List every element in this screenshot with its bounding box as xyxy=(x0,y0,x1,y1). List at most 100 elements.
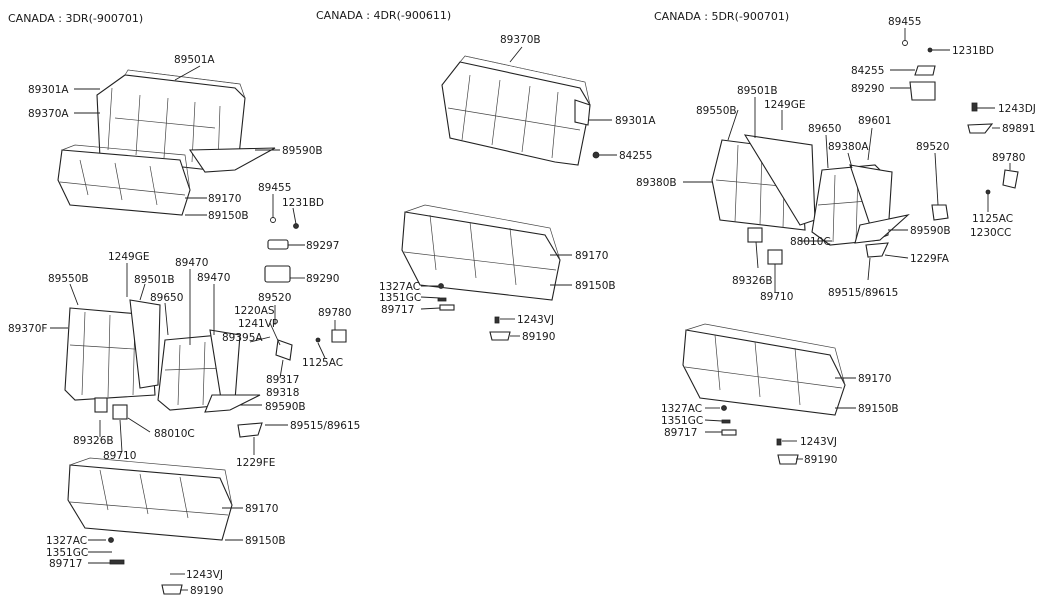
part-label: 89190 xyxy=(522,331,555,343)
part-label: 1243VJ xyxy=(186,569,223,581)
part-label: 1243VJ xyxy=(800,436,837,448)
part-label: 89470 xyxy=(175,257,208,269)
leaders-5dr xyxy=(683,28,1011,460)
part-label: 1327AC xyxy=(46,535,87,547)
part-label: 89590B xyxy=(282,145,323,157)
part-label: 1327AC xyxy=(379,281,420,293)
part-label: 1231BD xyxy=(952,45,994,57)
part-label: 89297 xyxy=(306,240,339,252)
part-label: 1125AC xyxy=(972,213,1013,225)
seat-cushion-3dr-upper xyxy=(57,144,191,216)
part-label: 89717 xyxy=(664,427,697,439)
split-seat-back-right-5dr xyxy=(811,164,910,246)
labels-4dr: 89370B 89301A 84255 89170 1327AC 1351GC … xyxy=(379,34,656,343)
part-label: 89455 xyxy=(888,16,921,28)
part-label: 1351GC xyxy=(46,547,88,559)
part-label: 89891 xyxy=(1002,123,1035,135)
part-label: 89318 xyxy=(266,387,299,399)
part-label: 89170 xyxy=(245,503,278,515)
part-label: 89190 xyxy=(804,454,837,466)
part-label: 1249GE xyxy=(108,251,150,263)
part-label: 89290 xyxy=(306,273,339,285)
part-label: 89710 xyxy=(760,291,793,303)
part-label: 89317 xyxy=(266,374,299,386)
labels-5dr: 89455 1231BD 84255 89290 89501B 1249GE 1… xyxy=(636,16,1036,466)
part-label: 89780 xyxy=(318,307,351,319)
part-label: 89717 xyxy=(381,304,414,316)
part-label: 89650 xyxy=(808,123,841,135)
part-label: 89501B xyxy=(737,85,778,97)
seat-back-3dr xyxy=(96,69,276,173)
part-label: 89590B xyxy=(265,401,306,413)
part-label: 89150B xyxy=(858,403,899,415)
small-parts-5dr xyxy=(721,40,1019,465)
part-label: 89170 xyxy=(208,193,241,205)
part-label: 1351GC xyxy=(661,415,703,427)
part-label: 89170 xyxy=(858,373,891,385)
seat-cushion-4dr xyxy=(401,204,561,301)
part-label: 89520 xyxy=(916,141,949,153)
part-label: 1327AC xyxy=(661,403,702,415)
seat-cushion-5dr xyxy=(682,323,846,416)
part-label: 1229FA xyxy=(910,253,950,265)
split-seat-back-right-3dr xyxy=(157,329,261,413)
part-label: 1230CC xyxy=(970,227,1011,239)
part-label: 89515/89615 xyxy=(290,420,360,432)
part-label: 89455 xyxy=(258,182,291,194)
leaders-4dr xyxy=(420,46,617,337)
part-label: 89380A xyxy=(828,141,869,153)
part-label: 89150B xyxy=(575,280,616,292)
split-seat-back-left-3dr xyxy=(64,299,161,401)
leaders-3dr xyxy=(50,65,336,591)
part-label: 89710 xyxy=(103,450,136,462)
part-label: 89550B xyxy=(696,105,737,117)
part-label: 89190 xyxy=(190,585,223,597)
part-label: 88010C xyxy=(790,236,831,248)
part-label: 89395A xyxy=(222,332,263,344)
part-label: 1241VP xyxy=(238,318,278,330)
part-label: 89780 xyxy=(992,152,1025,164)
seat-back-4dr xyxy=(441,55,591,166)
part-label: 89370B xyxy=(500,34,541,46)
part-label: 89601 xyxy=(858,115,891,127)
part-label: 89717 xyxy=(49,558,82,570)
part-label: 89520 xyxy=(258,292,291,304)
part-label: 89370F xyxy=(8,323,47,335)
part-label: 89380B xyxy=(636,177,677,189)
split-seat-back-left-5dr xyxy=(711,134,816,231)
part-label: 1125AC xyxy=(302,357,343,369)
part-label: 1220AS xyxy=(234,305,275,317)
part-label: 89301A xyxy=(615,115,656,127)
part-label: 89170 xyxy=(575,250,608,262)
part-label: 1243VJ xyxy=(517,314,554,326)
part-label: 84255 xyxy=(851,65,884,77)
part-label: 84255 xyxy=(619,150,652,162)
part-label: 1243DJ xyxy=(998,103,1036,115)
header-3dr: CANADA : 3DR(-900701) xyxy=(8,12,143,25)
part-label: 89650 xyxy=(150,292,183,304)
part-label: 1231BD xyxy=(282,197,324,209)
part-label: 89370A xyxy=(28,108,69,120)
part-label: 89501A xyxy=(174,54,215,66)
part-label: 89326B xyxy=(732,275,773,287)
labels-3dr: 89501A 89301A 89370A 89590B 89170 89455 … xyxy=(8,54,360,597)
header-5dr: CANADA : 5DR(-900701) xyxy=(654,10,789,23)
seat-cushion-3dr-lower xyxy=(67,457,233,541)
part-label: 89501B xyxy=(134,274,175,286)
part-label: 89470 xyxy=(197,272,230,284)
part-label: 89550B xyxy=(48,273,89,285)
part-label: 89326B xyxy=(73,435,114,447)
part-label: 1351GC xyxy=(379,292,421,304)
part-label: 88010C xyxy=(154,428,195,440)
part-label: 1249GE xyxy=(764,99,806,111)
part-label: 1229FE xyxy=(236,457,275,469)
part-label: 89301A xyxy=(28,84,69,96)
part-label: 89150B xyxy=(245,535,286,547)
part-label: 89515/89615 xyxy=(828,287,898,299)
part-label: 89590B xyxy=(910,225,951,237)
header-4dr: CANADA : 4DR(-900611) xyxy=(316,9,451,22)
part-label: 89290 xyxy=(851,83,884,95)
small-parts-4dr xyxy=(437,151,600,341)
part-label: 89150B xyxy=(208,210,249,222)
